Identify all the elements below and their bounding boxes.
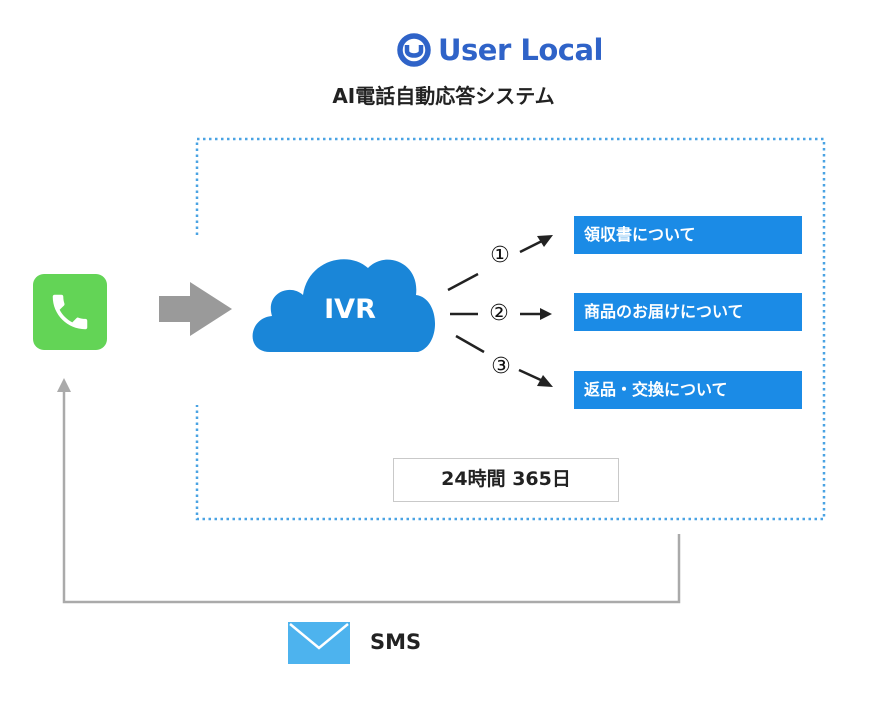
system-frame — [195, 137, 826, 521]
sms-return-arrowhead — [57, 378, 71, 392]
branch-arrowhead-3 — [537, 375, 553, 387]
sms-return-line — [62, 392, 681, 604]
branch-line-1-head — [519, 238, 545, 254]
branch-arrowhead-1 — [537, 235, 553, 247]
logo: User Local — [396, 28, 603, 72]
availability-badge: 24時間 365日 — [393, 458, 619, 502]
branch-number-2: ② — [489, 301, 509, 326]
call-arrow — [159, 282, 232, 336]
branch-line-1-tail — [447, 272, 479, 292]
ivr-cloud — [252, 259, 436, 352]
user-local-logo-icon — [397, 33, 431, 67]
branch-number-3: ③ — [491, 354, 511, 379]
sms-label: SMS — [370, 630, 422, 654]
phone-tile — [33, 274, 107, 350]
option-returns: 返品・交換について — [574, 371, 802, 409]
logo-text: User Local — [438, 33, 603, 67]
mail-icon — [288, 622, 350, 664]
system-title: AI電話自動応答システム — [332, 84, 555, 108]
branch-number-1: ① — [490, 243, 510, 268]
branch-line-3-tail — [455, 334, 485, 354]
option-receipt: 領収書について — [574, 216, 802, 254]
branch-arrowhead-2 — [540, 308, 552, 320]
phone-icon — [52, 294, 88, 330]
option-delivery: 商品のお届けについて — [574, 293, 802, 331]
ivr-label: IVR — [324, 294, 376, 325]
branch-line-3-head — [518, 368, 544, 383]
